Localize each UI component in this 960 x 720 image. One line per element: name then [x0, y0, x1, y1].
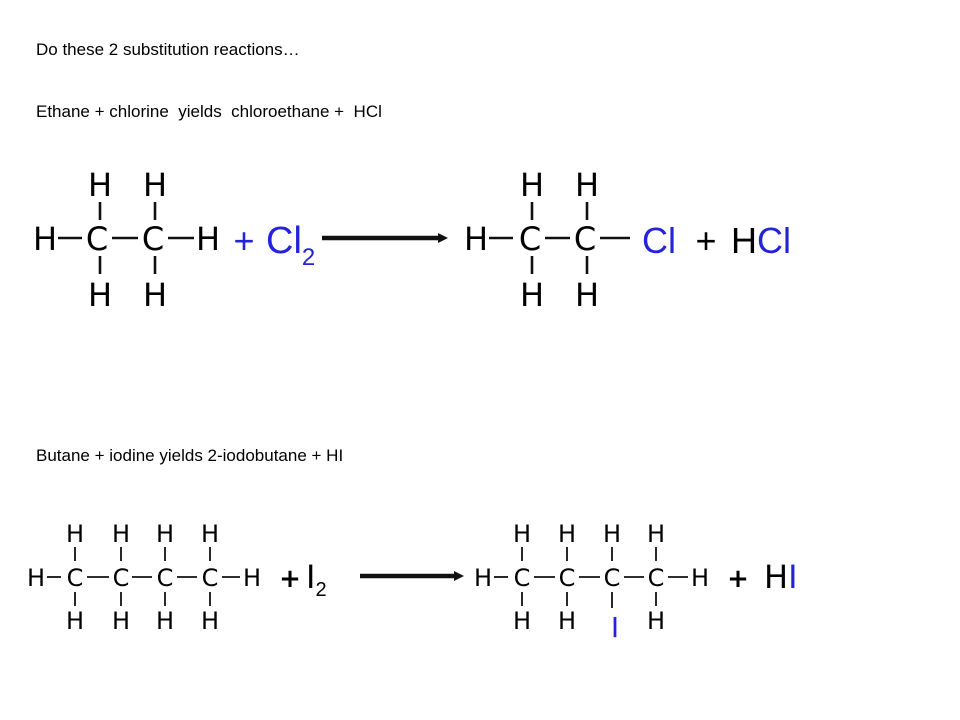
- iodine-reagent: I2: [306, 558, 327, 601]
- hydrogen-atom: H: [156, 520, 174, 548]
- plus-sign: +: [727, 564, 749, 594]
- chlorine-substituent: Cl: [642, 220, 676, 261]
- hydrogen-atom: H: [513, 520, 531, 548]
- ethane-molecule: H H H C C H H H: [33, 166, 220, 314]
- slide-title: Do these 2 substitution reactions…: [36, 40, 300, 59]
- carbon-atom: C: [86, 220, 108, 258]
- iodine-substituent: I: [611, 611, 619, 644]
- hydrogen-atom: H: [88, 276, 112, 314]
- hydrogen-atom: H: [558, 607, 576, 635]
- carbon-atom: C: [574, 220, 596, 258]
- hydrogen-atom: H: [647, 607, 665, 635]
- carbon-atom: C: [67, 564, 84, 592]
- hydrogen-atom: H: [196, 220, 220, 258]
- chloroethane-molecule: H H H C C H H: [464, 166, 630, 314]
- byproduct-hydrogen: H: [731, 220, 757, 261]
- butane-molecule: H H H H H C C C C H H H H H: [27, 520, 261, 635]
- hydrogen-atom: H: [474, 564, 492, 592]
- plus-sign: +: [279, 564, 301, 594]
- carbon-atom: C: [113, 564, 130, 592]
- hydrogen-atom: H: [143, 276, 167, 314]
- carbon-atom: C: [559, 564, 576, 592]
- hydrogen-atom: H: [243, 564, 261, 592]
- hydrogen-atom: H: [112, 520, 130, 548]
- hydrogen-atom: H: [520, 276, 544, 314]
- reagent-symbol: I: [306, 558, 315, 596]
- plus-sign: +: [695, 220, 716, 261]
- carbon-atom: C: [202, 564, 219, 592]
- hydrogen-atom: H: [88, 166, 112, 204]
- carbon-atom: C: [514, 564, 531, 592]
- reagent-subscript: 2: [302, 244, 315, 271]
- carbon-atom: C: [604, 564, 621, 592]
- plus-sign: +: [233, 220, 254, 261]
- carbon-atom: C: [519, 220, 541, 258]
- reaction2-caption: Butane + iodine yields 2-iodobutane + HI: [36, 446, 344, 465]
- hi-byproduct: HI: [764, 558, 798, 596]
- hydrogen-atom: H: [66, 520, 84, 548]
- reaction1-caption: Ethane + chlorine yields chloroethane + …: [36, 102, 382, 121]
- hydrogen-atom: H: [520, 166, 544, 204]
- hydrogen-atom: H: [558, 520, 576, 548]
- chlorine-reagent: Cl2: [266, 220, 315, 271]
- hydrogen-atom: H: [513, 607, 531, 635]
- hcl-byproduct: HCl: [731, 220, 791, 261]
- byproduct-hydrogen: H: [764, 558, 788, 596]
- hydrogen-atom: H: [66, 607, 84, 635]
- carbon-atom: C: [648, 564, 665, 592]
- hydrogen-atom: H: [143, 166, 167, 204]
- byproduct-halogen: I: [788, 558, 797, 596]
- hydrogen-atom: H: [27, 564, 45, 592]
- byproduct-halogen: Cl: [757, 220, 791, 261]
- hydrogen-atom: H: [33, 220, 57, 258]
- hydrogen-atom: H: [647, 520, 665, 548]
- hydrogen-atom: H: [691, 564, 709, 592]
- hydrogen-atom: H: [575, 166, 599, 204]
- hydrogen-atom: H: [201, 607, 219, 635]
- hydrogen-atom: H: [201, 520, 219, 548]
- iodobutane-molecule: H H H H H C C C C H H H H I: [474, 520, 709, 644]
- reagent-symbol: Cl: [266, 220, 302, 262]
- hydrogen-atom: H: [156, 607, 174, 635]
- hydrogen-atom: H: [464, 220, 488, 258]
- hydrogen-atom: H: [575, 276, 599, 314]
- carbon-atom: C: [142, 220, 164, 258]
- reagent-subscript: 2: [315, 579, 326, 601]
- hydrogen-atom: H: [603, 520, 621, 548]
- carbon-atom: C: [157, 564, 174, 592]
- hydrogen-atom: H: [112, 607, 130, 635]
